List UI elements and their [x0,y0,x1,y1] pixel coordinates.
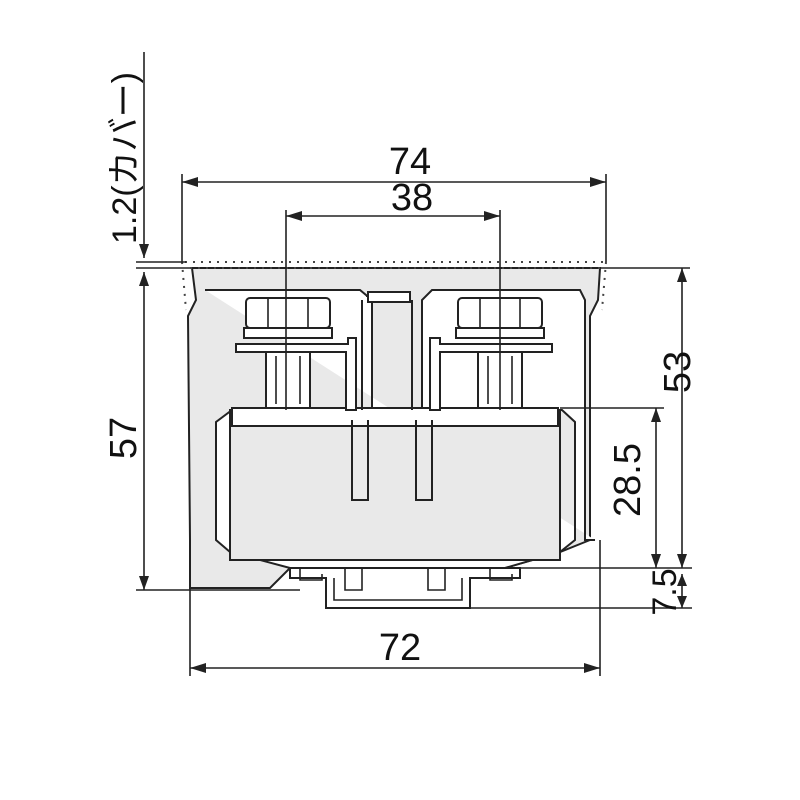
dim-74-label: 74 [389,141,431,183]
din-rail [289,567,521,609]
rail-hook-right [489,568,513,581]
screw-left-washer [243,327,333,339]
top-plate [231,407,559,427]
rail-inner [333,578,463,601]
dim-28-5-label: 28.5 [607,443,649,517]
dim-cover: 1.2(カバー) [106,52,190,269]
dim-53: 53 [600,267,699,568]
dim-72: 72 [189,540,601,676]
screw-right-wire [415,420,433,501]
rail-notch-right [427,568,446,591]
screw-left-head [245,297,331,329]
screw-left-wire [351,420,369,501]
dim-38-label: 38 [391,177,433,219]
rail-notch-left [344,568,363,591]
rail-profile [289,567,521,609]
screw-left-shaft [265,351,311,409]
cover-outline [181,261,607,311]
dim-cover-label: 1.2(カバー) [106,72,144,244]
cover-dotted-left [181,261,187,311]
dim-7-5-label: 7.5 [646,568,684,615]
lower-block [229,409,561,561]
rail-hook-left [299,568,323,581]
center-clip [367,291,411,303]
dim-72-label: 72 [379,627,421,669]
dim-53-label: 53 [657,351,699,393]
dim-57: 57 [103,272,300,591]
screw-left [235,297,369,501]
dim-28-5: 28.5 [560,407,664,568]
dim-7-5: 7.5 [470,567,692,616]
dim-57-label: 57 [103,417,145,459]
dim-74: 74 [181,141,607,262]
dim-38: 38 [285,177,501,410]
cover-dotted-right [601,261,607,311]
